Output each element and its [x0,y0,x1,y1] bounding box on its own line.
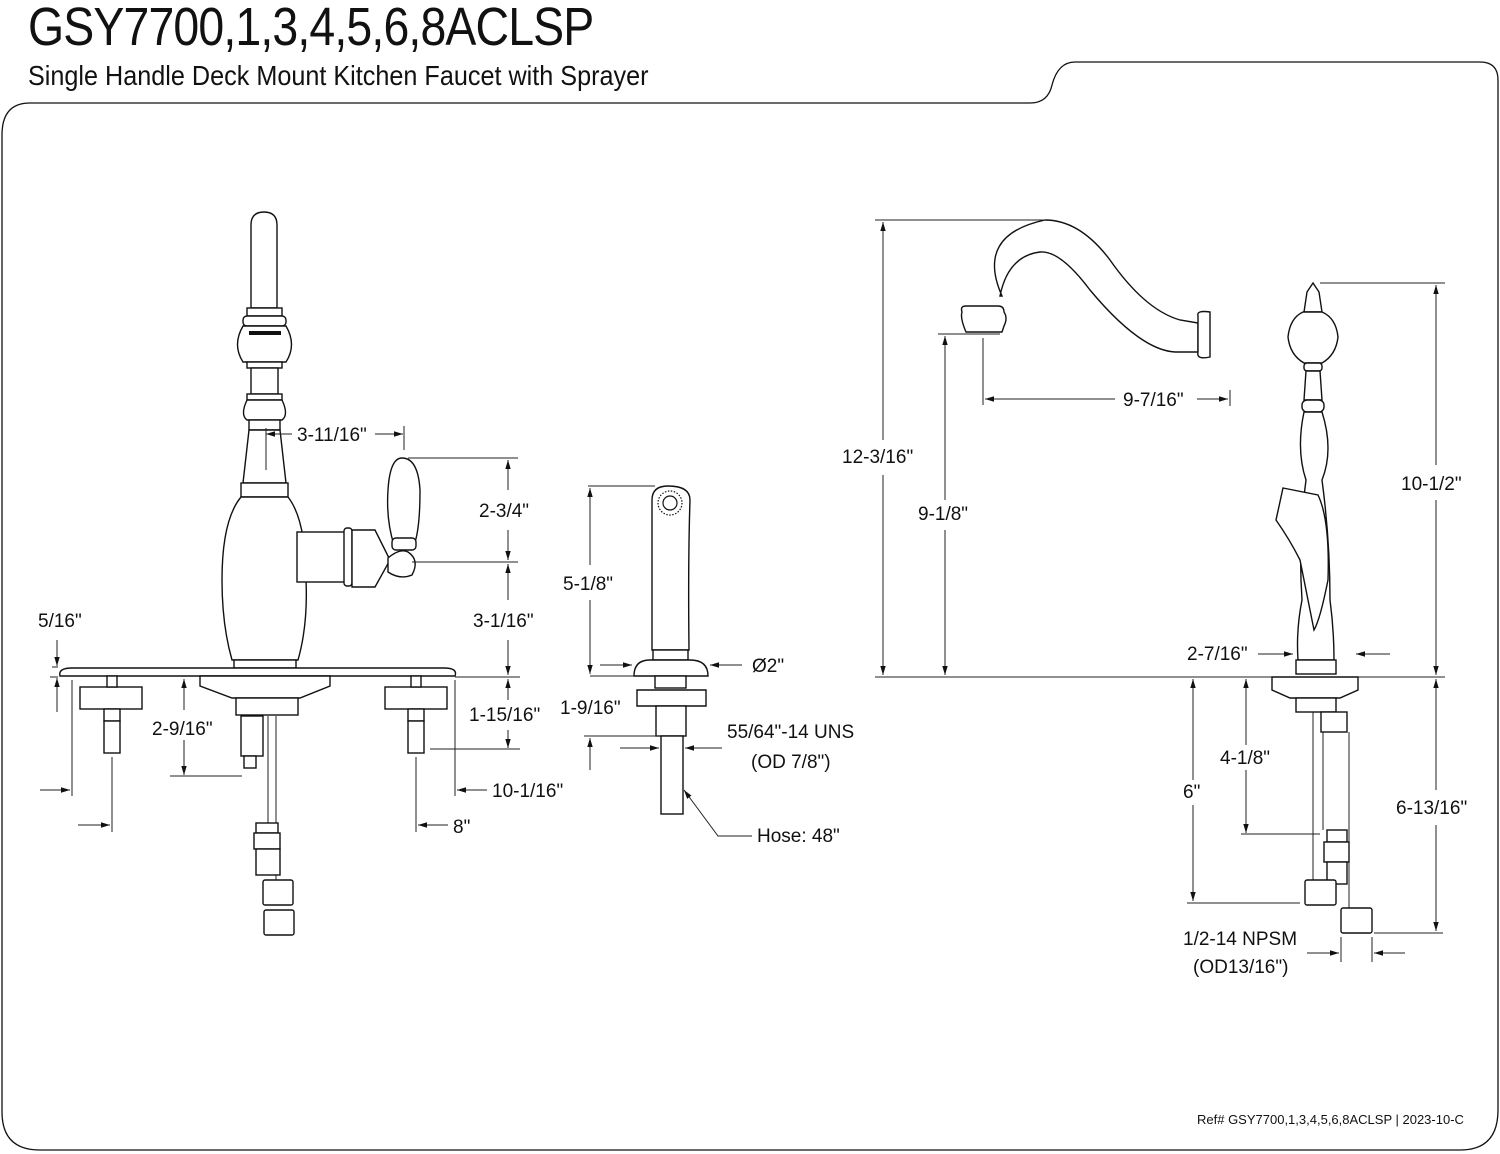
dim-deckplate-width: 10-1/16" [492,781,563,802]
dim-deckplate-thickness: 5/16" [38,611,82,632]
front-view-dimension-lines [40,426,520,832]
dim-supply-line-2: 6-13/16" [1396,798,1467,819]
side-view-dimension-lines [875,219,1445,962]
dim-handle-to-deck: 3-1/16" [473,611,534,632]
dim-bolt-spacing: 8" [453,817,470,838]
dim-shank-length: 2-9/16" [152,719,213,740]
dim-sprayer-base-diameter: Ø2" [752,656,784,677]
reference-footer: Ref# GSY7700,1,3,4,5,6,8ACLSP | 2023-10-… [1197,1112,1464,1127]
drawing-border [1,61,1499,1151]
dim-supply-line-1: 6" [1183,782,1200,803]
dim-body-height: 10-1/2" [1401,474,1462,495]
dim-connection-spec: 1/2-14 NPSM [1183,929,1297,950]
model-number-title: GSY7700,1,3,4,5,6,8ACLSP [28,0,594,57]
sprayer-drawing [633,485,709,815]
dim-overall-height: 12-3/16" [842,447,913,468]
dim-spout-reach: 9-7/16" [1123,390,1184,411]
dim-spout-clearance: 9-1/8" [918,504,968,525]
dim-sprayer-shank-length: 1-9/16" [560,698,621,719]
dim-thread-od: (OD 7/8") [751,752,831,773]
dim-thread-spec: 55/64"-14 UNS [727,722,854,743]
front-view-drawing [59,211,457,936]
dim-sprayer-height: 5-1/8" [563,574,613,595]
dim-connection-od: (OD13/16") [1193,957,1288,978]
dim-mounting-bolt-length: 1-15/16" [469,705,540,726]
sprayer-dimension-lines [584,485,752,837]
dim-shank-to-connector: 4-1/8" [1220,748,1270,769]
side-view-drawing [960,219,1373,934]
dim-hose-length: Hose: 48" [757,826,840,847]
product-description: Single Handle Deck Mount Kitchen Faucet … [28,60,649,91]
dim-base-diameter: 2-7/16" [1187,644,1248,665]
dim-handle-height: 2-3/4" [479,501,529,522]
dim-spout-to-handle: 3-11/16" [297,425,367,446]
